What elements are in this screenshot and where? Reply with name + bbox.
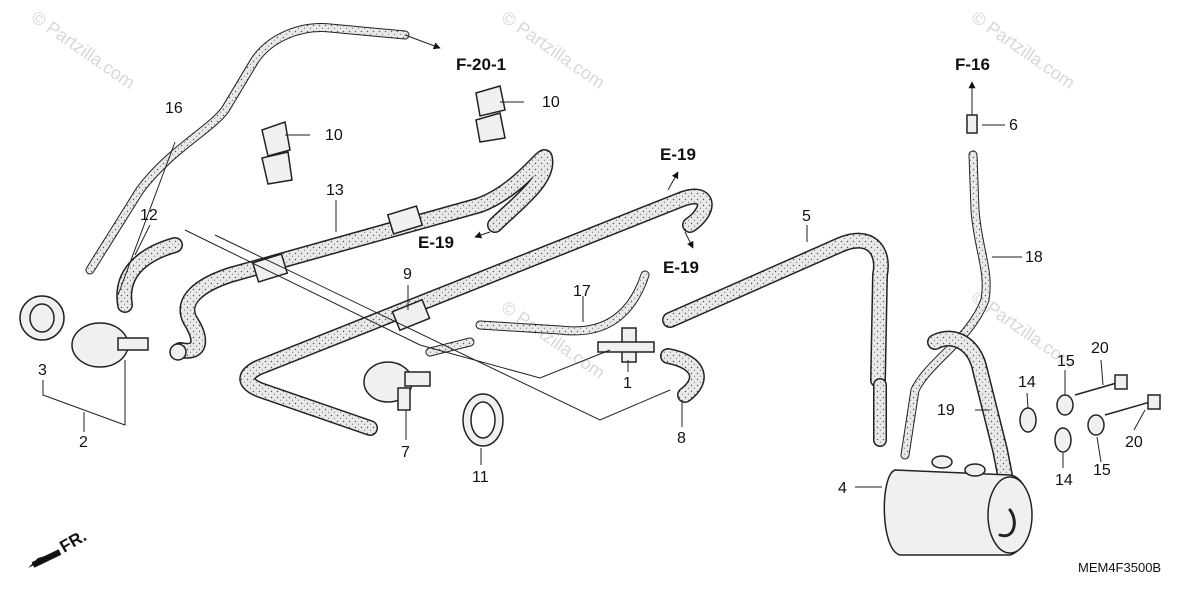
callout-6: 6 (1009, 117, 1018, 134)
callout-12: 12 (140, 207, 158, 224)
hose-link (425, 337, 475, 357)
watermark: © Partzilla.com (968, 7, 1079, 93)
callout-20: 20 (1091, 340, 1109, 357)
bolt-20 (1104, 394, 1161, 416)
collar-15 (1056, 394, 1074, 416)
hose-12 (116, 237, 183, 313)
callout-14: 14 (1055, 472, 1073, 489)
hose-18 (900, 150, 991, 460)
callout-9: 9 (403, 266, 412, 283)
callout-20: 20 (1125, 434, 1143, 451)
callout-3: 3 (38, 362, 47, 379)
leader-lines (28, 101, 1146, 568)
canister (883, 455, 1033, 556)
callout-4: 4 (838, 480, 847, 497)
callout-8: 8 (677, 430, 686, 447)
bolt-20 (1074, 374, 1128, 396)
callout-1: 1 (623, 375, 632, 392)
clip-10 (475, 85, 506, 143)
watermark: © Partzilla.com (498, 7, 609, 93)
grommet-14 (1054, 427, 1072, 453)
drawing-code: MEM4F3500B (1078, 560, 1161, 575)
hose-13 (172, 148, 554, 359)
callout-19: 19 (937, 402, 955, 419)
callout-10: 10 (325, 127, 343, 144)
ref-label-e-19: E-19 (660, 145, 696, 164)
watermark: © Partzilla.com (28, 7, 139, 93)
callout-14: 14 (1018, 374, 1036, 391)
callout-5: 5 (802, 208, 811, 225)
hose-17 (475, 270, 650, 336)
t-joint-1 (597, 327, 655, 363)
clamp-11 (462, 393, 504, 447)
ref-label-f-20-1: F-20-1 (456, 55, 506, 74)
callout-11: 11 (472, 469, 489, 486)
callout-15: 15 (1057, 353, 1075, 370)
hose-sleeve (251, 253, 289, 283)
callout-10: 10 (542, 94, 560, 111)
callout-18: 18 (1025, 249, 1043, 266)
hose-8 (660, 348, 705, 403)
fitting-6 (966, 81, 978, 134)
hose-sleeve (391, 298, 431, 332)
ref-label-f-16: F-16 (955, 55, 990, 74)
valve-7 (363, 361, 431, 411)
callout-13: 13 (326, 182, 344, 199)
collar-15 (1087, 414, 1105, 436)
ref-label-e-19: E-19 (418, 233, 454, 252)
ref-label-e-19: E-19 (663, 258, 699, 277)
valve-assembly-2 (19, 295, 187, 368)
callout-16: 16 (165, 100, 183, 117)
hose-9 (239, 188, 713, 436)
direction-label: FR. (57, 526, 90, 556)
callout-2: 2 (79, 434, 88, 451)
hose-5 (662, 232, 889, 447)
grommet-14 (1019, 407, 1037, 433)
hose-16 (85, 23, 441, 275)
callout-15: 15 (1093, 462, 1111, 479)
hose-sleeve (386, 205, 424, 235)
callout-7: 7 (401, 444, 410, 461)
clip-10 (261, 121, 293, 185)
callout-17: 17 (573, 283, 591, 300)
watermark: © Partzilla.com (498, 297, 609, 383)
